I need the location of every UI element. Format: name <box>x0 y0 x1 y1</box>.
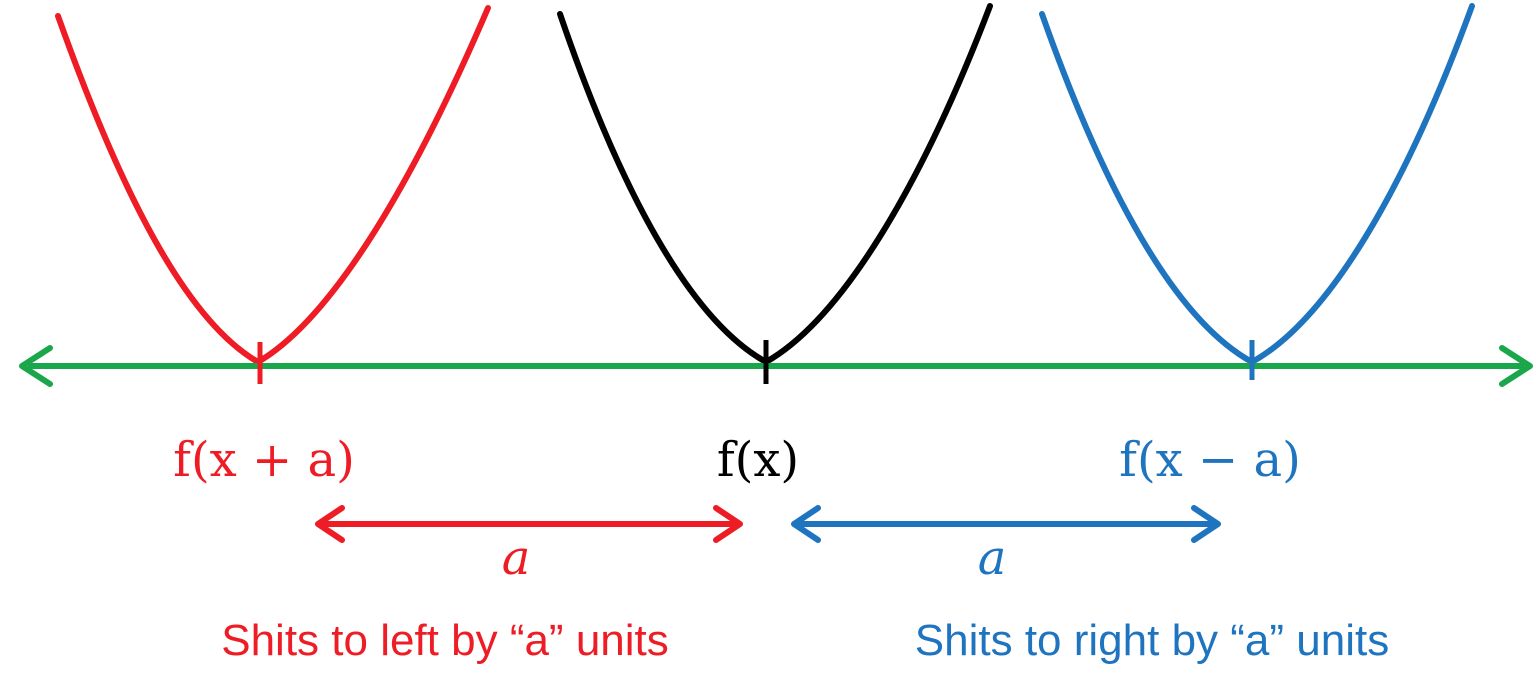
left-shift-caption: Shits to left by “a” units <box>221 616 669 665</box>
left-function-label: f(x + a) <box>173 432 355 488</box>
left-distance-label: a <box>502 530 531 586</box>
left-parabola-curve <box>55 5 491 366</box>
axis-right-arrowhead <box>1499 345 1533 387</box>
right-distance-arrowhead-right <box>1191 505 1221 543</box>
right-distance-label: a <box>978 530 1007 586</box>
right-distance-arrowhead-left <box>791 505 821 543</box>
center-parabola-curve <box>557 3 993 366</box>
right-shift-caption: Shits to right by “a” units <box>915 616 1389 665</box>
left-distance-arrowhead-left <box>315 505 345 543</box>
center-function-label: f(x) <box>717 432 799 488</box>
axis-left-arrowhead <box>19 345 53 387</box>
right-function-label: f(x − a) <box>1119 432 1301 488</box>
right-parabola-curve <box>1039 3 1475 366</box>
left-distance-arrowhead-right <box>713 505 743 543</box>
